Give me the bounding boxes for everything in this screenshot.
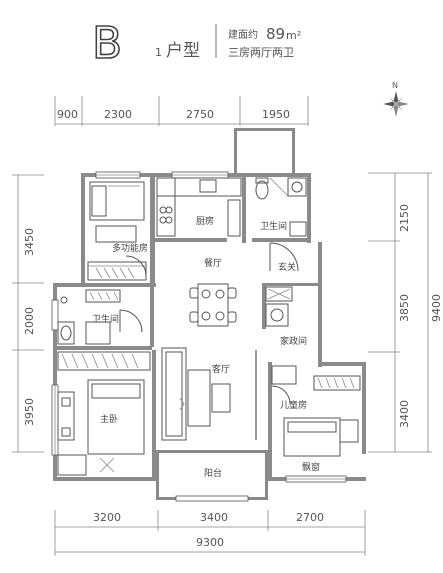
- room-label-multi-function: 多功能房: [112, 242, 148, 254]
- dim-left-2: 2000: [23, 307, 36, 335]
- dim-right-2: 3850: [398, 294, 411, 322]
- entrance-door: [269, 242, 299, 272]
- kids-room-furniture: [271, 365, 361, 457]
- dim-left-1: 3450: [23, 228, 36, 256]
- room-label-dining: 餐厅: [204, 257, 222, 269]
- room-label-kitchen: 厨房: [196, 215, 214, 227]
- room-label-master-bedroom: 主卧: [100, 413, 118, 425]
- dim-left-3: 3950: [23, 398, 36, 426]
- unit-type-label: 户型: [166, 41, 200, 61]
- dim-top-1: 900: [57, 108, 78, 121]
- multi-function-door: [125, 255, 147, 277]
- dim-top-3: 2750: [186, 108, 214, 121]
- dim-bottom-1: 3200: [93, 511, 121, 524]
- room-label-bathroom-master: 卫生间: [92, 313, 119, 325]
- housekeeping-fixtures: [265, 286, 293, 327]
- unit-type-letter: B: [92, 18, 122, 69]
- room-label-housekeeping: 家政间: [280, 335, 307, 347]
- dim-top-2: 2300: [104, 108, 132, 121]
- dim-bottom-3: 2700: [296, 511, 324, 524]
- multi-function-room-furniture: [87, 181, 147, 281]
- room-label-bay-window: 飘窗: [302, 461, 320, 473]
- header: B 1 户型 建面约 89 m² 三房两厅两卫: [91, 17, 301, 70]
- dimension-left: 3450 2000 3950: [12, 174, 44, 453]
- area-prefix: 建面约: [228, 28, 258, 41]
- dim-right-3: 3400: [398, 400, 411, 428]
- windows: [51, 171, 347, 502]
- unit-type-sub: 1: [155, 46, 162, 59]
- dim-right-total: 9400: [430, 294, 443, 322]
- dining-table: [189, 283, 237, 327]
- compass-star-icon: [383, 91, 409, 117]
- room-label-living: 客厅: [212, 363, 230, 375]
- master-bathroom-fixtures: [57, 289, 143, 345]
- room-labels: 多功能房 厨房 卫生间 餐厅 玄关 卫生间 家政间 客厅 主卧 儿童房 阳台 飘…: [92, 215, 320, 479]
- area-value: 89: [266, 25, 285, 43]
- dim-right-1: 2150: [398, 204, 411, 232]
- dimension-top: 900 2300 2750 1950: [54, 96, 309, 126]
- room-label-balcony: 阳台: [204, 467, 222, 479]
- master-bedroom-furniture: [57, 351, 151, 476]
- compass-north-label: N: [392, 81, 398, 90]
- living-room-furniture: [161, 347, 257, 441]
- top-bathroom-fixtures: [255, 177, 307, 237]
- dim-bottom-2: 3400: [200, 511, 228, 524]
- kitchen-fixtures: [156, 177, 242, 237]
- area-unit: m²: [286, 29, 301, 42]
- dim-top-4: 1950: [262, 108, 290, 121]
- layout-description: 三房两厅两卫: [228, 46, 294, 59]
- dimension-right: 2150 3850 3400 9400: [368, 172, 443, 453]
- room-label-entrance: 玄关: [278, 261, 296, 273]
- dimension-bottom: 3200 3400 2700 9300: [54, 510, 366, 556]
- room-label-bathroom-top: 卫生间: [260, 220, 287, 232]
- compass: N: [383, 81, 409, 117]
- room-label-kids-room: 儿童房: [280, 399, 307, 411]
- dim-bottom-total: 9300: [196, 536, 224, 549]
